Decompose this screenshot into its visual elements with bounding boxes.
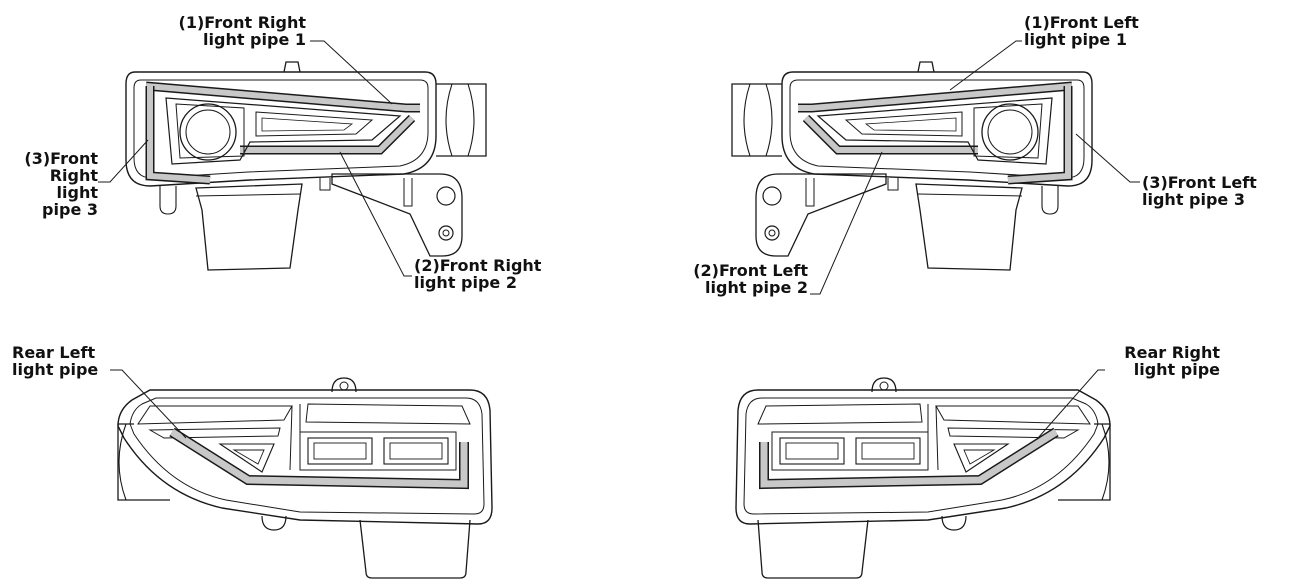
- label-rear-left-pipe: Rear Left light pipe: [12, 343, 99, 379]
- leader-rear-right-pipe: [1037, 369, 1105, 439]
- leader-lines: [98, 40, 1140, 439]
- front-left-headlamp: [732, 62, 1092, 270]
- leader-front-right-pipe3: [98, 139, 149, 183]
- label-front-right-pipe1: (1)Front Right light pipe 1: [178, 13, 306, 49]
- leader-front-left-pipe3: [1075, 133, 1140, 183]
- leader-front-right-pipe2: [339, 151, 412, 277]
- rear-left-taillamp: [118, 378, 492, 578]
- label-front-left-pipe3: (3)Front Left light pipe 3: [1142, 173, 1257, 209]
- leader-front-left-pipe1: [949, 40, 1022, 91]
- leader-front-right-pipe1: [310, 40, 393, 105]
- label-rear-right-pipe: Rear Right light pipe: [1124, 343, 1220, 379]
- rear-right-taillamp: [736, 378, 1110, 578]
- leader-front-left-pipe2: [810, 151, 883, 295]
- leader-rear-left-pipe: [110, 369, 187, 439]
- label-front-right-pipe3: (3)Front Right light pipe 3: [24, 149, 98, 219]
- label-front-right-pipe2: (2)Front Right light pipe 2: [414, 256, 542, 292]
- label-front-left-pipe1: (1)Front Left light pipe 1: [1024, 13, 1139, 49]
- front-right-headlamp: [126, 62, 486, 270]
- label-front-left-pipe2: (2)Front Left light pipe 2: [693, 261, 808, 297]
